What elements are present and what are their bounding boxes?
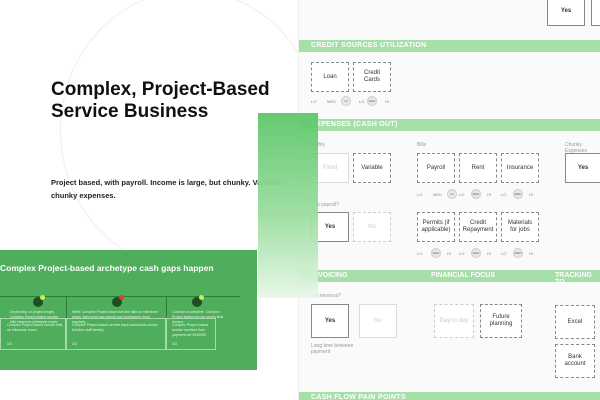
- card-variable[interactable]: Variable: [353, 153, 391, 183]
- scale-selector[interactable]: MED: [431, 248, 441, 258]
- col-page: 1/3: [7, 342, 12, 346]
- col-box: [66, 318, 166, 350]
- card-partial[interactable]: [591, 0, 600, 26]
- scale-lo: LO: [311, 99, 317, 104]
- status-indicator: [119, 295, 124, 300]
- slide-title: Complex, Project-Based Service Business: [51, 79, 270, 122]
- cash-gap-panel-title: Complex Project-based archetype cash gap…: [0, 263, 214, 273]
- milestone-dot: [192, 295, 204, 307]
- status-indicator: [199, 295, 204, 300]
- status-indicator: [40, 295, 45, 300]
- card-credit-repayment[interactable]: Credit Repayment: [459, 212, 497, 242]
- scale-lo: LO: [501, 251, 507, 256]
- chunky-label: Chunky Expenses: [565, 142, 587, 154]
- trend-icon: ~: [6, 316, 11, 323]
- col-top-text: While Complex Project based service bill…: [72, 310, 158, 324]
- col-box: [166, 318, 216, 350]
- invoicing-question: Net invoices?: [311, 293, 342, 299]
- col-page: 2/3: [72, 342, 77, 346]
- section-focus: FINANCIAL FOCUS: [431, 272, 496, 279]
- scale-lo: LO: [501, 192, 507, 197]
- scale-lo: LO: [459, 251, 465, 256]
- milestone-dot: [112, 295, 124, 307]
- col-bottom-text: Complex Project based service bills on m…: [7, 323, 63, 332]
- band-expenses: EXPENSES (CASH OUT): [299, 119, 600, 131]
- scale-lo: LO: [359, 99, 365, 104]
- trend-icon: ~: [169, 316, 174, 323]
- section-invoicing: INVOICING: [311, 272, 348, 279]
- card-invoice-no[interactable]: No: [359, 304, 397, 338]
- band-sections: [299, 270, 600, 282]
- col-bottom-text: Complex Project based service receives f…: [172, 323, 209, 337]
- bills-label: Bills: [417, 142, 427, 148]
- financial-board: Yes CREDIT SOURCES UTILIZATION Loan Cred…: [298, 0, 600, 400]
- scale-hi: HI: [487, 192, 491, 197]
- invoicing-footer: Long time between payment: [311, 343, 354, 355]
- band-pain-points: CASH FLOW PAIN POINTS: [299, 392, 600, 400]
- scale-selector[interactable]: MED: [513, 248, 523, 258]
- band-credit: CREDIT SOURCES UTILIZATION: [299, 40, 600, 52]
- scale-hi: HI: [529, 251, 533, 256]
- payroll-question: Has payroll?: [311, 202, 339, 208]
- col-page: 3/3: [172, 342, 177, 346]
- scale-lo: LO: [459, 192, 465, 197]
- trend-icon: ~: [69, 316, 74, 323]
- col-top-text: Depending on project length, Complex Pro…: [10, 310, 59, 324]
- scale-selector[interactable]: MED: [471, 248, 481, 258]
- green-highlight-overlay: [258, 113, 318, 298]
- timeline-divider: [66, 296, 67, 318]
- scale-hi: HI: [487, 251, 491, 256]
- scale-selector[interactable]: HI: [447, 189, 457, 199]
- col-bottom-text: Complex Project based service pays contr…: [72, 323, 158, 332]
- card-materials[interactable]: Materials for jobs: [501, 212, 539, 242]
- scale-hi: HI: [529, 192, 533, 197]
- timeline-divider: [166, 296, 167, 318]
- section-tracking: TRACKING TO: [555, 272, 592, 286]
- scale-hi: HI: [447, 251, 451, 256]
- scale-hi: HI: [385, 99, 389, 104]
- col-top-text: Contract is complete. Complex Project ba…: [172, 310, 224, 324]
- card-loan[interactable]: Loan: [311, 62, 349, 92]
- slide-subtitle: Project based, with payroll. Income is l…: [51, 178, 284, 200]
- scale-med: MED: [327, 99, 336, 104]
- milestone-dot: [33, 295, 45, 307]
- card-yes-top[interactable]: Yes: [547, 0, 585, 26]
- card-insurance[interactable]: Insurance: [501, 153, 539, 183]
- card-bank-account[interactable]: Bank account: [555, 344, 595, 378]
- card-permits[interactable]: Permits (if applicable): [417, 212, 455, 242]
- card-payroll-no[interactable]: No: [353, 212, 391, 242]
- card-payroll[interactable]: Payroll: [417, 153, 455, 183]
- scale-selector[interactable]: HI: [341, 96, 351, 106]
- card-yes-chunky[interactable]: Yes: [565, 153, 600, 183]
- card-credit-cards[interactable]: Credit Cards: [353, 62, 391, 92]
- card-future-planning[interactable]: Future planning: [480, 304, 522, 338]
- scale-selector[interactable]: MED: [471, 189, 481, 199]
- scale-lo: LO: [417, 192, 423, 197]
- scale-selector[interactable]: MED: [513, 189, 523, 199]
- scale-selector[interactable]: MED: [367, 96, 377, 106]
- scale-lo: LO: [417, 251, 423, 256]
- col-box: [0, 318, 66, 350]
- card-invoice-yes[interactable]: Yes: [311, 304, 349, 338]
- card-excel[interactable]: Excel: [555, 305, 595, 339]
- card-rent[interactable]: Rent: [459, 153, 497, 183]
- cash-gap-panel: [0, 250, 257, 370]
- card-day-to-day[interactable]: Day to day: [434, 304, 474, 338]
- scale-med: MED: [433, 192, 442, 197]
